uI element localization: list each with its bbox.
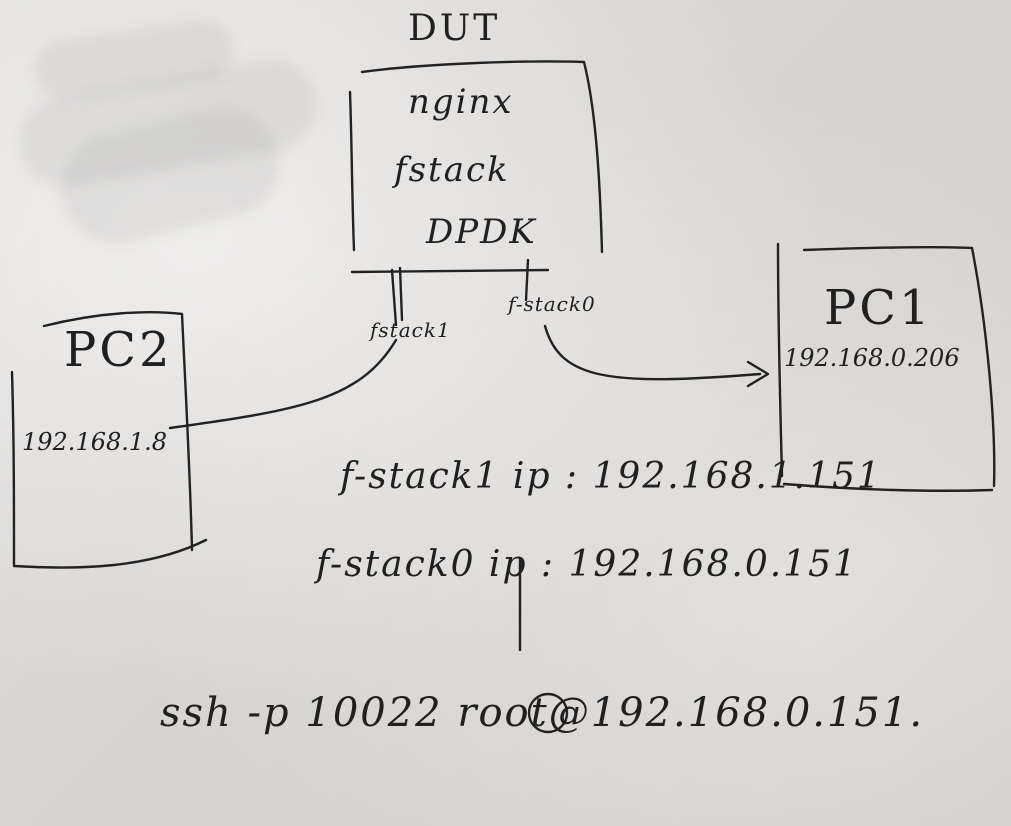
at-circle-icon <box>527 692 569 734</box>
pc2-box <box>10 311 208 569</box>
pc2-title: PC2 <box>64 322 173 378</box>
pc1-box <box>776 242 996 492</box>
port-label-fstack0: f-stack0 <box>508 292 596 316</box>
link-fstack0-pc1 <box>543 324 762 381</box>
dut-title: DUT <box>408 8 501 49</box>
pc1-title: PC1 <box>824 280 933 336</box>
dut-stack-item-nginx: nginx <box>408 82 514 122</box>
pc1-ip: 192.168.0.206 <box>784 344 960 372</box>
dut-port-tick-2 <box>524 258 530 302</box>
dut-box <box>348 60 604 274</box>
pc2-ip: 192.168.1.8 <box>22 428 168 456</box>
arrow-head-icon <box>746 360 770 388</box>
dut-stack-item-dpdk: DPDK <box>426 212 537 252</box>
note-fstack0-ip: f-stack0 ip : 192.168.0.151 <box>316 544 858 585</box>
note-fstack1-ip: f-stack1 ip : 192.168.1.151 <box>340 456 882 497</box>
link-fstack1-pc2 <box>168 338 398 430</box>
dut-stack-item-fstack: fstack <box>394 150 510 190</box>
ssh-command: ssh -p 10022 root@192.168.0.151. <box>160 690 925 736</box>
dut-port-tick-1 <box>390 266 404 327</box>
port-label-fstack1: fstack1 <box>370 318 451 342</box>
